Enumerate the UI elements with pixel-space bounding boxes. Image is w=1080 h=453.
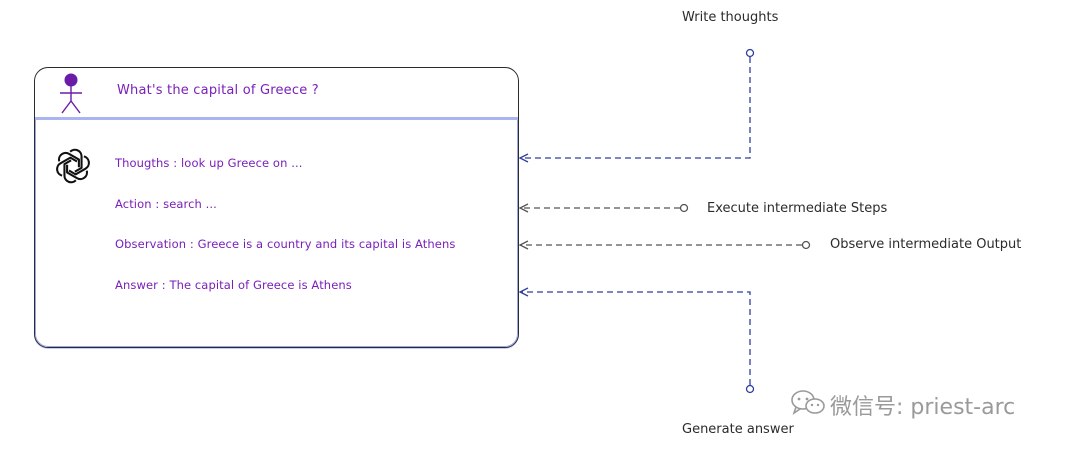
write-thoughts-connector (518, 48, 755, 163)
watermark-text: 微信号: priest-arc (830, 395, 1016, 420)
generate-answer-label: Generate answer (682, 422, 794, 437)
generate-answer-connector (518, 287, 755, 394)
step-thoughts: Thougths : look up Greece on ... (115, 156, 303, 170)
wechat-icon (791, 390, 825, 415)
step-observation: Observation : Greece is a country and it… (115, 237, 456, 251)
openai-logo-icon (54, 148, 92, 184)
chat-card: What's the capital of Greece ? Thougths … (34, 67, 519, 348)
card-body (35, 120, 518, 347)
step-answer: Answer : The capital of Greece is Athens (115, 278, 352, 292)
execute-steps-connector (518, 203, 689, 213)
observe-output-connector (518, 240, 811, 250)
observe-output-label: Observe intermediate Output (830, 237, 1022, 252)
execute-steps-label: Execute intermediate Steps (707, 201, 888, 216)
stick-figure-user-icon (60, 73, 82, 114)
question-text: What's the capital of Greece ? (117, 83, 319, 98)
write-thoughts-label: Write thoughts (682, 10, 779, 25)
card-header: What's the capital of Greece ? (35, 68, 518, 120)
step-action: Action : search ... (115, 197, 217, 211)
